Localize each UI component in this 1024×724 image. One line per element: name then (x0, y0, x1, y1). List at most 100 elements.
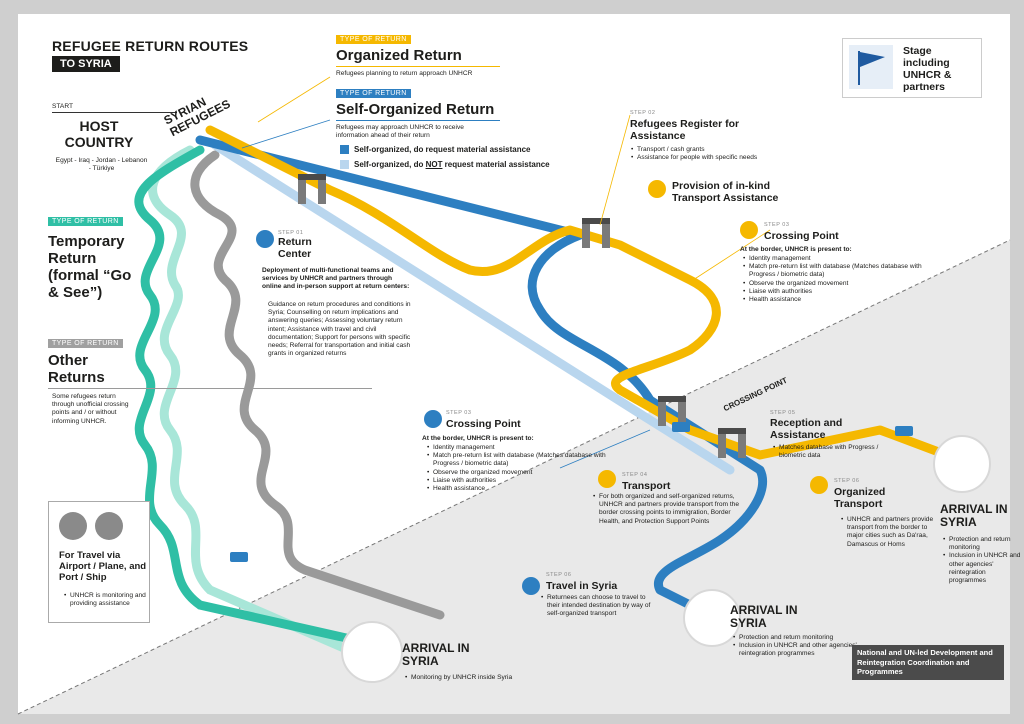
unhcr-flag-icon (849, 45, 893, 89)
crossing-left-title: Crossing Point (446, 418, 521, 430)
return-center-lead: Deployment of multi-functional teams and… (262, 267, 410, 291)
start-divider (52, 112, 177, 113)
other-type-tag: TYPE OF RETURN (48, 339, 123, 348)
register-list: Transport / cash grants Assistance for p… (630, 146, 807, 163)
self-organized-title: Self-Organized Return (336, 101, 495, 118)
transport-item: For both organized and self-organized re… (593, 493, 739, 526)
arrival-right-item: Inclusion in UNHCR and other agencies' r… (943, 552, 1021, 585)
organized-transport-list: UNHCR and partners provide transport fro… (840, 516, 939, 549)
return-center-title: Return Center (278, 236, 312, 260)
transport-step: STEP 04 (622, 472, 648, 478)
crossing-right-item: Identity management (743, 255, 929, 263)
register-step: STEP 02 (630, 110, 656, 116)
airport-list: UNHCR is monitoring and providing assist… (63, 592, 154, 608)
organized-title: Organized Return (336, 47, 462, 64)
crossing-left-item: Health assistance (427, 485, 613, 493)
travel-bus-icon (522, 577, 540, 595)
reception-title: Reception and Assistance (770, 417, 843, 441)
arrival-left-item: Monitoring by UNHCR inside Syria (405, 674, 561, 682)
register-title: Refugees Register for Assistance (630, 118, 740, 142)
crossing-right-lead: At the border, UNHCR is present to: (740, 246, 852, 253)
self-organized-divider (336, 120, 500, 121)
plane-icon (59, 512, 87, 540)
crossing-right-list: Identity management Match pre-return lis… (742, 255, 929, 304)
legend-self-no-assistance: Self-organized, do NOT request material … (354, 160, 550, 169)
reception-step: STEP 05 (770, 410, 796, 416)
temporary-title: Temporary Return (formal “Go & See”) (48, 233, 132, 301)
route-organized (205, 125, 965, 465)
arrival-mid-title: ARRIVAL IN SYRIA (730, 603, 798, 630)
reception-list: Matches database with Progress / biometr… (772, 444, 889, 460)
crossing-left-step: STEP 03 (446, 410, 472, 416)
transport-title: Transport (622, 480, 671, 492)
transport-bus-icon (598, 470, 616, 488)
crossing-right-icon (740, 221, 758, 239)
register-item: Assistance for people with specific need… (631, 154, 807, 162)
airport-item: UNHCR is monitoring and providing assist… (64, 592, 154, 608)
self-organized-type-tag: TYPE OF RETURN (336, 89, 411, 98)
crossing-left-item: Match pre-return list with database (Mat… (427, 452, 613, 468)
ship-icon (95, 512, 123, 540)
crossing-left-lead: At the border, UNHCR is present to: (422, 435, 534, 442)
crossing-right-item: Health assistance (743, 296, 929, 304)
crossing-left-list: Identity management Match pre-return lis… (426, 444, 613, 493)
crossing-left-item: Observe the organized movement (427, 469, 613, 477)
travel-step: STEP 06 (546, 572, 572, 578)
inkind-title: Provision of in-kind Transport Assistanc… (672, 180, 779, 204)
arrival-right-title: ARRIVAL IN SYRIA (940, 502, 1008, 529)
stage-legend-text: Stage including UNHCR & partners (903, 45, 952, 93)
register-item: Transport / cash grants (631, 146, 807, 154)
arrival-right-list: Protection and return monitoring Inclusi… (942, 536, 1021, 585)
temporary-type-tag: TYPE OF RETURN (48, 217, 123, 226)
organized-transport-item: UNHCR and partners provide transport fro… (841, 516, 939, 549)
legend-self-assistance: Self-organized, do request material assi… (354, 145, 531, 154)
bus-icon (648, 180, 666, 198)
crossing-right-item: Liaise with authorities (743, 288, 929, 296)
organized-type-tag: TYPE OF RETURN (336, 35, 411, 44)
arrival-left-list: Monitoring by UNHCR inside Syria (404, 674, 561, 682)
crossing-left-icon (424, 410, 442, 428)
legend-swatch-lightblue (340, 160, 349, 169)
arrival-right-item: Protection and return monitoring (943, 536, 1021, 552)
other-title: Other Returns (48, 352, 105, 386)
crossing-right-item: Match pre-return list with database (Mat… (743, 263, 929, 279)
airport-box: For Travel via Airport / Plane, and Port… (48, 501, 150, 623)
organized-divider (336, 66, 500, 67)
organized-transport-bus-icon (810, 476, 828, 494)
reception-item: Matches database with Progress / biometr… (773, 444, 889, 460)
organized-transport-step: STEP 06 (834, 478, 860, 484)
route-temporary (134, 145, 360, 645)
arrival-mid-item: Inclusion in UNHCR and other agencies' r… (733, 642, 859, 658)
crossing-right-step: STEP 03 (764, 222, 790, 228)
return-center-step: STEP 01 (278, 230, 304, 236)
stage-legend: Stage including UNHCR & partners (842, 38, 982, 98)
start-label: START (52, 103, 74, 110)
return-center-detail: Guidance on return procedures and condit… (268, 301, 411, 358)
crossing-right-item: Observe the organized movement (743, 280, 929, 288)
travel-list: Returnees can choose to travel to their … (540, 594, 659, 619)
other-desc: Some refugees return through unofficial … (52, 393, 129, 425)
arrival-mid-list: Protection and return monitoring Inclusi… (732, 634, 859, 659)
return-center-chat-icon (256, 230, 274, 248)
page-title: REFUGEE RETURN ROUTES (52, 38, 249, 54)
route-other (190, 150, 445, 620)
arrival-left-title: ARRIVAL IN SYRIA (402, 641, 470, 668)
arrival-mid-item: Protection and return monitoring (733, 634, 859, 642)
travel-item: Returnees can choose to travel to their … (541, 594, 659, 619)
airport-title: For Travel via Airport / Plane, and Port… (59, 550, 147, 583)
self-organized-desc: Refugees may approach UNHCR to receive i… (336, 124, 464, 140)
travel-title: Travel in Syria (546, 580, 618, 592)
route-go-and-see (148, 145, 365, 660)
route-self-no-assistance (210, 140, 735, 475)
other-divider (48, 388, 372, 389)
organized-desc: Refugees planning to return approach UNH… (336, 70, 473, 77)
crossing-left-item: Identity management (427, 444, 613, 452)
crossing-right-title: Crossing Point (764, 230, 839, 242)
transport-list: For both organized and self-organized re… (592, 493, 739, 526)
page-subtitle: TO SYRIA (52, 56, 120, 72)
crossing-left-item: Liaise with authorities (427, 477, 613, 485)
route-self-assistance (195, 135, 768, 610)
national-coordination-box: National and UN-led Development and Rein… (852, 645, 1004, 680)
